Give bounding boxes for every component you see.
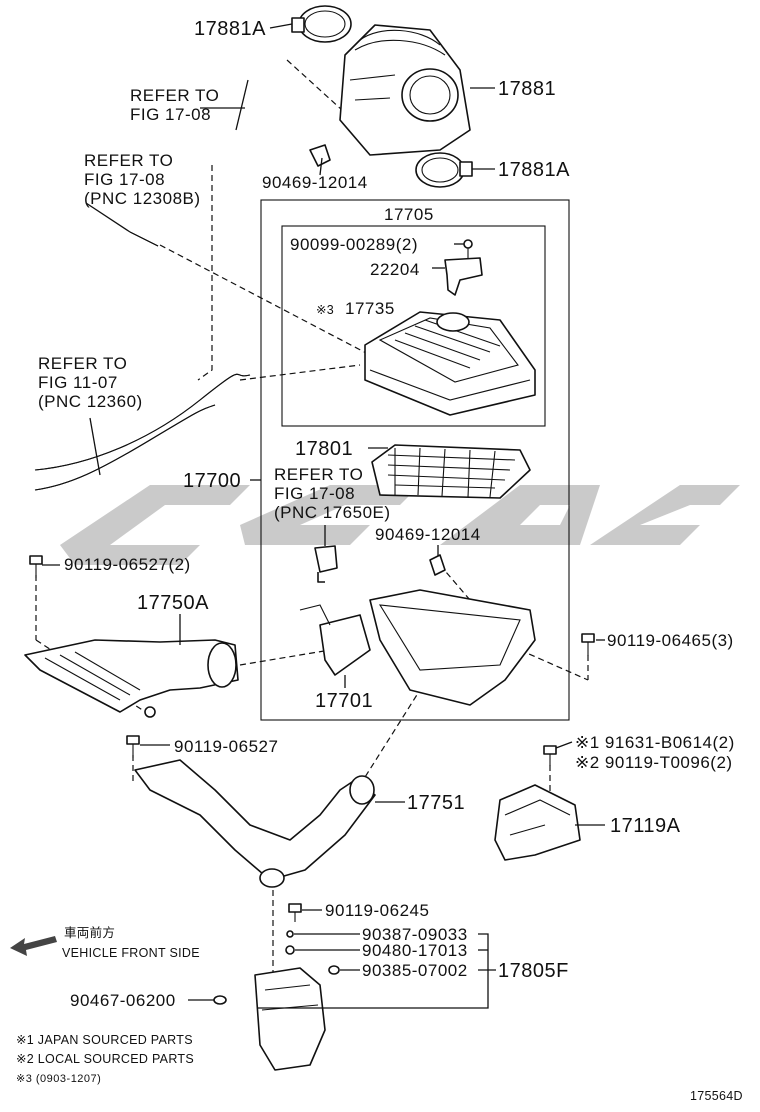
clip-90467 [213,995,227,1005]
part-90480 [285,945,295,955]
part-90385 [328,965,340,975]
label-90385: 90385-07002 [362,961,468,980]
label-90467: 90467-06200 [70,991,176,1010]
refer2-line1: REFER TO [84,151,173,170]
clip-90469-top [309,144,331,167]
label-90099: 90099-00289(2) [290,235,418,254]
label-90119-06465: 90119-06465(3) [607,631,734,650]
assembly-box-17705 [281,225,546,427]
refer1-line2: FIG 17-08 [130,105,211,124]
refer3-line2: FIG 11-07 [38,373,118,392]
inlet-17750a [24,639,239,718]
clamp-17881a-top [291,5,352,43]
label-17801: 17801 [295,438,353,460]
note-2: ※2 LOCAL SOURCED PARTS [16,1052,194,1066]
air-duct-17881 [339,24,471,156]
hose-17751 [134,759,376,888]
label-90387: 90387-09033 [362,925,468,944]
label-90480: 90480-17013 [362,941,468,960]
resonator-17805f [254,967,326,1071]
label-17881: 17881 [498,78,556,100]
vsv-valve [314,545,338,583]
label-90469-mid: 90469-12014 [375,525,481,544]
screw-90099 [463,239,473,258]
label-17750a: 17750A [137,592,209,614]
refer2-line2: FIG 17-08 [84,170,165,189]
refer1-line1: REFER TO [130,86,219,105]
leader-lines [42,23,605,1009]
front-label-en: VEHICLE FRONT SIDE [62,946,200,960]
label-90119-t0096: ※2 90119-T0096(2) [575,753,733,772]
front-label-jp: 車両前方 [64,925,115,940]
figure-id: 175564D [690,1089,743,1103]
assembly-box-17700 [260,199,570,721]
sensor-22204 [444,257,483,296]
label-90469-top: 90469-12014 [262,173,368,192]
label-17705: 17705 [384,205,434,224]
refer-to-notes: REFER TO FIG 17-08 REFER TO FIG 17-08 (P… [38,86,391,522]
label-17805f: 17805F [498,960,569,982]
label-17881a-top: 17881A [194,18,266,40]
label-22204: 22204 [370,260,420,279]
bolt-90119-06527-top [29,555,43,578]
refer4-line3: (PNC 17650E) [274,503,391,522]
bracket-17119a [494,745,581,861]
label-90119-06527-2: 90119-06527(2) [64,555,191,574]
refer2-line3: (PNC 12308B) [84,189,201,208]
label-17735-mark: ※3 [316,303,334,317]
label-90119-06245: 90119-06245 [325,901,429,920]
label-17751: 17751 [407,792,465,814]
label-17701: 17701 [315,690,373,712]
note-1: ※1 JAPAN SOURCED PARTS [16,1033,193,1047]
watermark-logo [60,485,740,565]
label-17881a-bottom: 17881A [498,159,570,181]
label-90119-06527: 90119-06527 [174,737,278,756]
bolt-90119-06527-lower [126,735,140,758]
clamp-17881a-bottom [415,152,473,188]
clip-90469-mid [429,554,446,576]
upper-case-17735 [364,311,536,416]
bolt-90119-06465 [581,633,595,656]
note-3: ※3 (0903-1207) [16,1073,101,1085]
refer3-line3: (PNC 12360) [38,392,143,411]
refer4-line1: REFER TO [274,465,363,484]
label-17735: 17735 [345,299,395,318]
refer3-line1: REFER TO [38,354,127,373]
part-90387 [286,930,294,938]
label-17700: 17700 [183,470,241,492]
hoses [34,79,251,491]
label-17119a: 17119A [610,815,681,837]
bolt-90119-06245 [288,903,302,922]
label-91631: ※1 91631-B0614(2) [575,733,735,752]
lower-case-17701 [299,589,536,706]
vehicle-front-arrow-icon [10,936,57,956]
refer4-line2: FIG 17-08 [274,484,355,503]
part-labels: 17881A 17881 17881A 90469-12014 17705 90… [64,18,735,1010]
filter-element-17801 [371,444,531,499]
